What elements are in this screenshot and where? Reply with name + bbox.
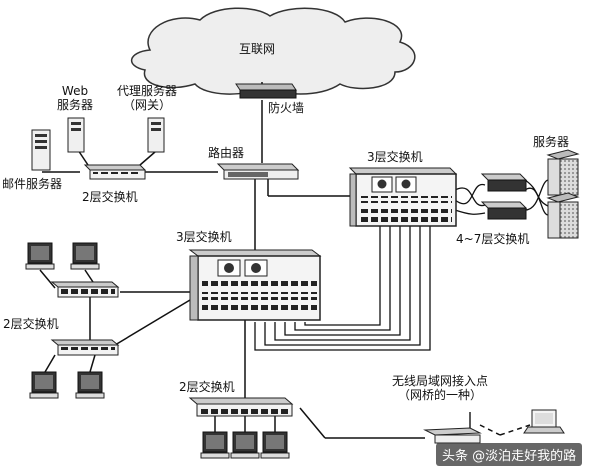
desktop-computer-icon <box>230 431 260 459</box>
web-server-label: Web 服务器 <box>57 84 94 112</box>
l2-switch-top-label: 2层交换机 <box>82 190 138 204</box>
l3-switch-right-label: 3层交换机 <box>367 150 423 164</box>
router-label: 路由器 <box>208 146 245 160</box>
firewall-label: 防火墙 <box>268 101 305 115</box>
server-tower-icon <box>546 192 580 239</box>
l2-switch-left-label: 2层交换机 <box>3 317 59 331</box>
l47-switch-label: 4~7层交换机 <box>456 232 530 246</box>
desktop-computer-icon <box>70 242 100 270</box>
trunk-cables <box>254 179 549 351</box>
l3-switch-center-label: 3层交换机 <box>176 230 232 244</box>
server-tower-icon <box>147 117 165 153</box>
desktop-computer-icon <box>200 431 230 459</box>
server-tower-icon <box>546 149 580 196</box>
firewall-device-icon <box>235 83 297 99</box>
switch-device-icon <box>83 164 147 180</box>
desktop-computer-icon <box>25 242 55 270</box>
server-tower-icon <box>67 117 85 153</box>
switch-device-icon <box>480 201 528 220</box>
internet-label: 互联网 <box>239 42 276 56</box>
desktop-computer-icon <box>75 371 105 399</box>
l2-switch-bottom-label: 2层交换机 <box>179 380 235 394</box>
server-tower-icon <box>31 129 51 171</box>
switch-device-icon <box>188 249 322 321</box>
wlan-ap-label: 无线局域网接入点 （网桥的一种） <box>392 374 489 402</box>
wireless-access-point-icon <box>423 412 482 444</box>
switch-device-icon <box>50 339 120 356</box>
proxy-server-label: 代理服务器 （网关） <box>117 84 178 112</box>
switch-device-icon <box>480 173 528 192</box>
switch-device-icon <box>188 397 294 417</box>
mail-server-label: 邮件服务器 <box>2 177 63 191</box>
watermark-badge: 头条 @淡泊走好我的路 <box>436 443 583 466</box>
switch-device-icon <box>50 281 120 298</box>
router-device-icon <box>216 163 300 180</box>
switch-device-icon <box>348 167 458 227</box>
desktop-computer-icon <box>260 431 290 459</box>
servers-label: 服务器 <box>533 135 570 149</box>
laptop-icon <box>523 409 565 434</box>
cloud-icon <box>131 7 416 95</box>
desktop-computer-icon <box>29 371 59 399</box>
